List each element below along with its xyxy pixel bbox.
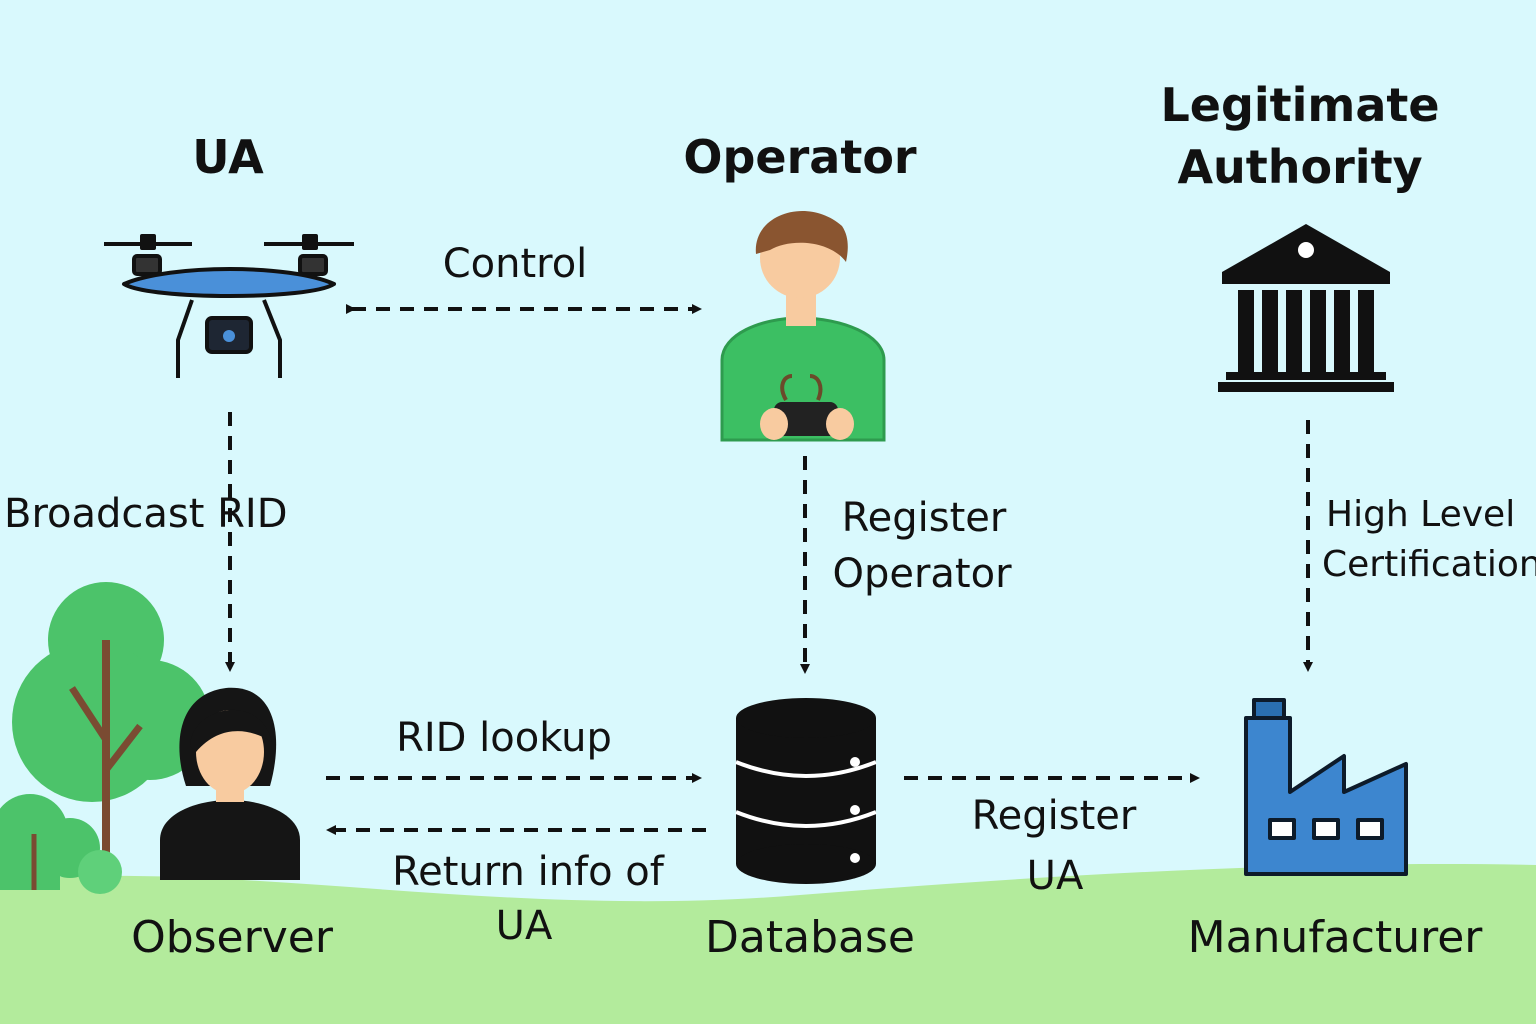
broadcast-rid-label: Broadcast RID bbox=[4, 491, 288, 537]
register-ua-label-line2: UA bbox=[1026, 853, 1084, 899]
return-info-label-line1: Return info of bbox=[392, 849, 664, 895]
rid-lookup-label: RID lookup bbox=[396, 715, 612, 761]
control-label: Control bbox=[442, 241, 588, 287]
high-level-label-line2: Certification bbox=[1322, 544, 1536, 585]
register-operator-label-line2: Operator bbox=[832, 551, 1012, 597]
ua-title: UA bbox=[192, 130, 264, 184]
trees-icon bbox=[0, 582, 210, 894]
manufacturer-label: Manufacturer bbox=[1187, 912, 1483, 963]
government-building-icon bbox=[1218, 224, 1394, 392]
operator-title: Operator bbox=[683, 130, 917, 184]
operator-person-icon bbox=[720, 211, 886, 442]
authority-title-line2: Authority bbox=[1177, 140, 1423, 194]
high-level-label-line1: High Level bbox=[1326, 494, 1516, 535]
register-ua-label-line1: Register bbox=[971, 793, 1137, 839]
observer-person-icon bbox=[160, 687, 300, 880]
return-info-label-line2: UA bbox=[495, 903, 553, 949]
register-operator-label-line1: Register bbox=[841, 495, 1007, 541]
ground bbox=[0, 864, 1536, 1024]
factory-icon bbox=[1244, 698, 1408, 876]
database-icon bbox=[735, 698, 877, 884]
drone-icon bbox=[104, 234, 354, 378]
observer-label: Observer bbox=[131, 912, 333, 963]
database-label: Database bbox=[705, 912, 915, 963]
authority-title-line1: Legitimate bbox=[1160, 78, 1440, 132]
